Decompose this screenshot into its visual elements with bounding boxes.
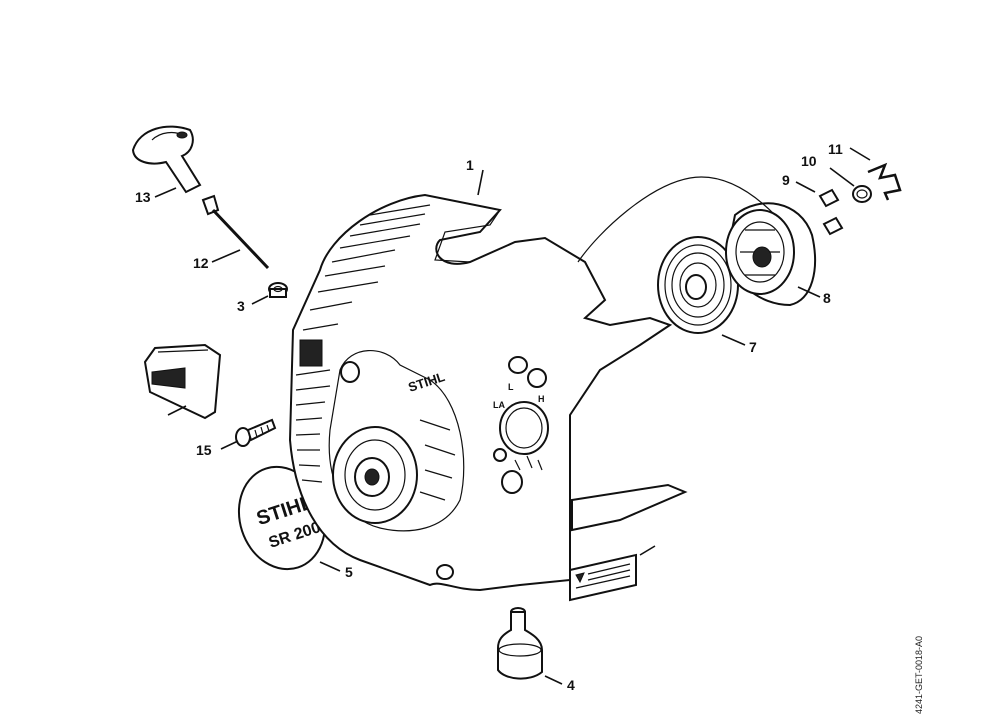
cooling-fins xyxy=(295,204,431,483)
mark-l: L xyxy=(508,382,514,392)
leader-5 xyxy=(319,561,341,572)
warning-label-part xyxy=(569,553,637,602)
spring-clip-part xyxy=(867,162,902,201)
callout-8: 8 xyxy=(823,290,831,306)
rope-rotor-part xyxy=(725,202,816,307)
plug-part xyxy=(497,607,543,680)
leader-1 xyxy=(477,169,484,196)
leader-10 xyxy=(829,167,855,187)
leader-15 xyxy=(220,440,239,450)
callout-9: 9 xyxy=(782,172,790,188)
screw-part xyxy=(235,418,277,447)
leader-13 xyxy=(154,187,177,198)
bracket-part xyxy=(143,343,222,420)
leader-12 xyxy=(211,249,241,263)
callout-1: 1 xyxy=(466,157,474,173)
starter-rope-part xyxy=(201,194,270,270)
mark-la: LA xyxy=(493,400,505,410)
callout-11: 11 xyxy=(828,141,843,157)
leader-7 xyxy=(721,334,746,346)
leader-label xyxy=(639,545,656,556)
starter-rope-line xyxy=(577,176,776,263)
starter-grip-part xyxy=(131,125,202,194)
leader-11 xyxy=(849,147,871,161)
callout-13: 13 xyxy=(135,189,151,205)
callout-5: 5 xyxy=(345,564,353,580)
callout-4: 4 xyxy=(567,677,575,693)
callout-7: 7 xyxy=(749,339,757,355)
callout-3: 3 xyxy=(237,298,245,314)
washer-part xyxy=(852,185,872,203)
pawl-part xyxy=(818,188,844,236)
callout-12: 12 xyxy=(193,255,209,271)
leader-bracket xyxy=(167,405,187,416)
leader-9 xyxy=(795,181,816,193)
grommet-part xyxy=(268,282,288,298)
callout-15: 15 xyxy=(196,442,212,458)
leader-8 xyxy=(797,286,821,298)
leader-3 xyxy=(251,295,269,305)
reference-code: 4241-GET-0018-A0 xyxy=(914,636,924,715)
callout-10: 10 xyxy=(801,153,817,169)
engine-housing-part: STIHL L H LA xyxy=(288,193,688,592)
leader-4 xyxy=(544,675,563,685)
mark-h: H xyxy=(538,394,545,404)
rewind-spring-part xyxy=(657,236,739,334)
